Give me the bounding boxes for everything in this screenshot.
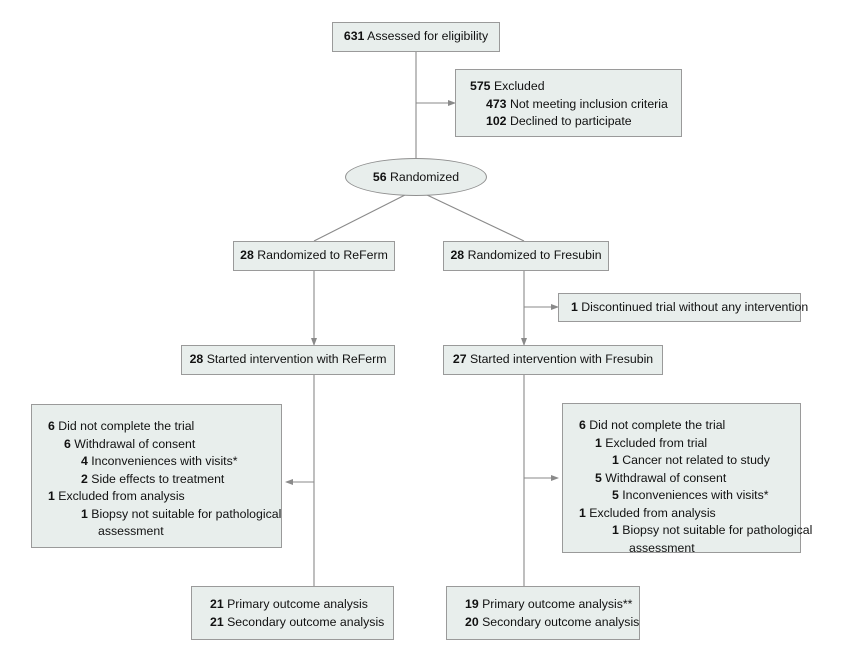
node-line-text: Secondary outcome analysis bbox=[482, 614, 640, 629]
node-line-number: 27 bbox=[452, 352, 467, 367]
node-line-number: 21 bbox=[210, 597, 224, 611]
node-line-text: Secondary outcome analysis bbox=[227, 614, 385, 629]
node-line-number: 5 bbox=[595, 470, 602, 485]
node-line-text: Did not complete the trial bbox=[58, 419, 195, 433]
node-line-text: Started intervention with ReFerm bbox=[206, 352, 387, 367]
node-line-number: 4 bbox=[81, 454, 88, 468]
node-started-fresubin: 27 Started intervention with Fresubin bbox=[443, 345, 663, 375]
node-line-number: 1 bbox=[48, 489, 55, 503]
node-line-number: 28 bbox=[189, 352, 204, 367]
node-line-number: 1 bbox=[81, 506, 88, 521]
node-discontinued-trial: 1 Discontinued trial without any interve… bbox=[558, 293, 808, 322]
node-line-continuation: assessment bbox=[98, 524, 164, 538]
node-line: 1 Excluded from analysis bbox=[579, 505, 786, 523]
node-started-referm: 28 Started intervention with ReFerm bbox=[181, 345, 395, 375]
node-line: 28 Randomized to Fresubin bbox=[450, 247, 601, 265]
node-line-text: Cancer not related to study bbox=[622, 453, 770, 467]
node-line-number: 473 bbox=[486, 96, 507, 111]
node-line-number: 5 bbox=[612, 488, 619, 502]
node-line-text: Did not complete the trial bbox=[589, 418, 726, 432]
node-line: 19 Primary outcome analysis** bbox=[465, 596, 632, 614]
node-line: 6 Did not complete the trial bbox=[579, 417, 786, 435]
node-line: 20 Secondary outcome analysis bbox=[465, 614, 639, 632]
node-line: 575 Excluded bbox=[470, 78, 669, 96]
node-line-text: Declined to participate bbox=[509, 114, 632, 128]
node-line: 631 Assessed for eligibility bbox=[344, 28, 488, 46]
node-line: 21 Primary outcome analysis bbox=[210, 596, 381, 614]
node-line-text: Primary outcome analysis** bbox=[482, 597, 633, 611]
node-line-text: Withdrawal of consent bbox=[605, 470, 727, 485]
node-line-number: 28 bbox=[450, 248, 465, 263]
node-line: 1 Excluded from analysis bbox=[48, 488, 267, 506]
node-line-number: 28 bbox=[240, 248, 254, 263]
node-line: 1 Excluded from trial bbox=[579, 435, 786, 453]
node-line-text: Excluded from analysis bbox=[58, 489, 185, 503]
node-line: 5 Withdrawal of consent bbox=[579, 470, 786, 488]
node-line: 56 Randomized bbox=[373, 170, 459, 184]
node-line-number: 575 bbox=[470, 79, 491, 93]
node-allocation-referm: 28 Randomized to ReFerm bbox=[233, 241, 395, 271]
node-line: 2 Side effects to treatment bbox=[48, 471, 267, 489]
node-excluded: 575 Excluded 473 Not meeting inclusion c… bbox=[455, 69, 682, 137]
node-line: 1 Cancer not related to study bbox=[579, 452, 786, 470]
node-line: 1 Biopsy not suitable for pathological bbox=[48, 506, 281, 524]
node-line: 6 Did not complete the trial bbox=[48, 418, 267, 436]
node-line-text: Randomized to ReFerm bbox=[257, 248, 388, 263]
node-line: 4 Inconveniences with visits* bbox=[48, 453, 267, 471]
node-line-number: 102 bbox=[486, 114, 507, 128]
node-randomized: 56 Randomized bbox=[345, 158, 487, 196]
node-line-number: 6 bbox=[579, 418, 586, 432]
node-line-text: Excluded bbox=[493, 79, 545, 93]
node-line-number: 1 bbox=[612, 523, 619, 537]
node-line: 5 Inconveniences with visits* bbox=[579, 487, 786, 505]
node-line: 28 Randomized to ReFerm bbox=[240, 247, 388, 265]
node-line-text: Started intervention with Fresubin bbox=[469, 352, 654, 367]
node-line: 21 Secondary outcome analysis bbox=[210, 614, 385, 632]
node-losses-referm: 6 Did not complete the trial 6 Withdrawa… bbox=[31, 404, 282, 548]
node-line-number: 6 bbox=[48, 419, 55, 433]
node-losses-fresubin: 6 Did not complete the trial 1 Excluded … bbox=[562, 403, 812, 555]
node-line: 473 Not meeting inclusion criteria bbox=[470, 96, 669, 114]
node-line-text: Randomized to Fresubin bbox=[467, 248, 602, 263]
node-line-continuation: assessment bbox=[629, 540, 695, 555]
node-line: 27 Started intervention with Fresubin bbox=[453, 351, 653, 369]
node-line-text: Inconveniences with visits* bbox=[622, 488, 769, 502]
node-line-text: Excluded from analysis bbox=[589, 505, 716, 520]
node-line-text: Discontinued trial without any intervent… bbox=[581, 299, 809, 314]
node-line-text: Biopsy not suitable for pathological bbox=[91, 506, 282, 521]
node-line-number: 1 bbox=[595, 435, 602, 450]
node-line: 6 Withdrawal of consent bbox=[48, 436, 267, 454]
node-line: 102 Declined to participate bbox=[470, 113, 669, 131]
node-assessed-for-eligibility: 631 Assessed for eligibility bbox=[332, 22, 500, 52]
node-line-text: Withdrawal of consent bbox=[74, 436, 196, 451]
node-line-text: Inconveniences with visits* bbox=[91, 454, 238, 468]
node-line-text: Randomized bbox=[390, 170, 460, 184]
node-line: 1 Discontinued trial without any interve… bbox=[571, 299, 808, 317]
node-analysis-fresubin: 19 Primary outcome analysis** 20 Seconda… bbox=[446, 586, 640, 640]
connector-randomized-to-left-arm bbox=[313, 194, 406, 242]
node-line-number: 1 bbox=[612, 453, 619, 467]
node-line-text: Assessed for eligibility bbox=[367, 29, 489, 44]
node-line-text: Primary outcome analysis bbox=[227, 597, 368, 611]
node-line-number: 20 bbox=[465, 614, 479, 629]
node-analysis-referm: 21 Primary outcome analysis 21 Secondary… bbox=[191, 586, 394, 640]
node-line-number: 6 bbox=[64, 436, 71, 451]
node-line-number: 1 bbox=[571, 299, 578, 314]
node-line-number: 1 bbox=[579, 505, 586, 520]
node-allocation-fresubin: 28 Randomized to Fresubin bbox=[443, 241, 609, 271]
node-line-text: Not meeting inclusion criteria bbox=[509, 96, 668, 111]
node-line: 1 Biopsy not suitable for pathological bbox=[579, 522, 812, 540]
connector-randomized-to-right-arm bbox=[426, 194, 525, 242]
node-line-text: Side effects to treatment bbox=[91, 471, 225, 486]
node-line-number: 631 bbox=[343, 29, 365, 44]
node-line-text: Excluded from trial bbox=[605, 435, 708, 450]
node-line-number: 2 bbox=[81, 471, 88, 486]
node-line-text: Biopsy not suitable for pathological bbox=[622, 523, 813, 537]
node-line-number: 19 bbox=[465, 597, 479, 611]
node-line: 28 Started intervention with ReFerm bbox=[190, 351, 387, 369]
node-line-number: 21 bbox=[210, 614, 224, 629]
node-line-number: 56 bbox=[372, 170, 387, 184]
